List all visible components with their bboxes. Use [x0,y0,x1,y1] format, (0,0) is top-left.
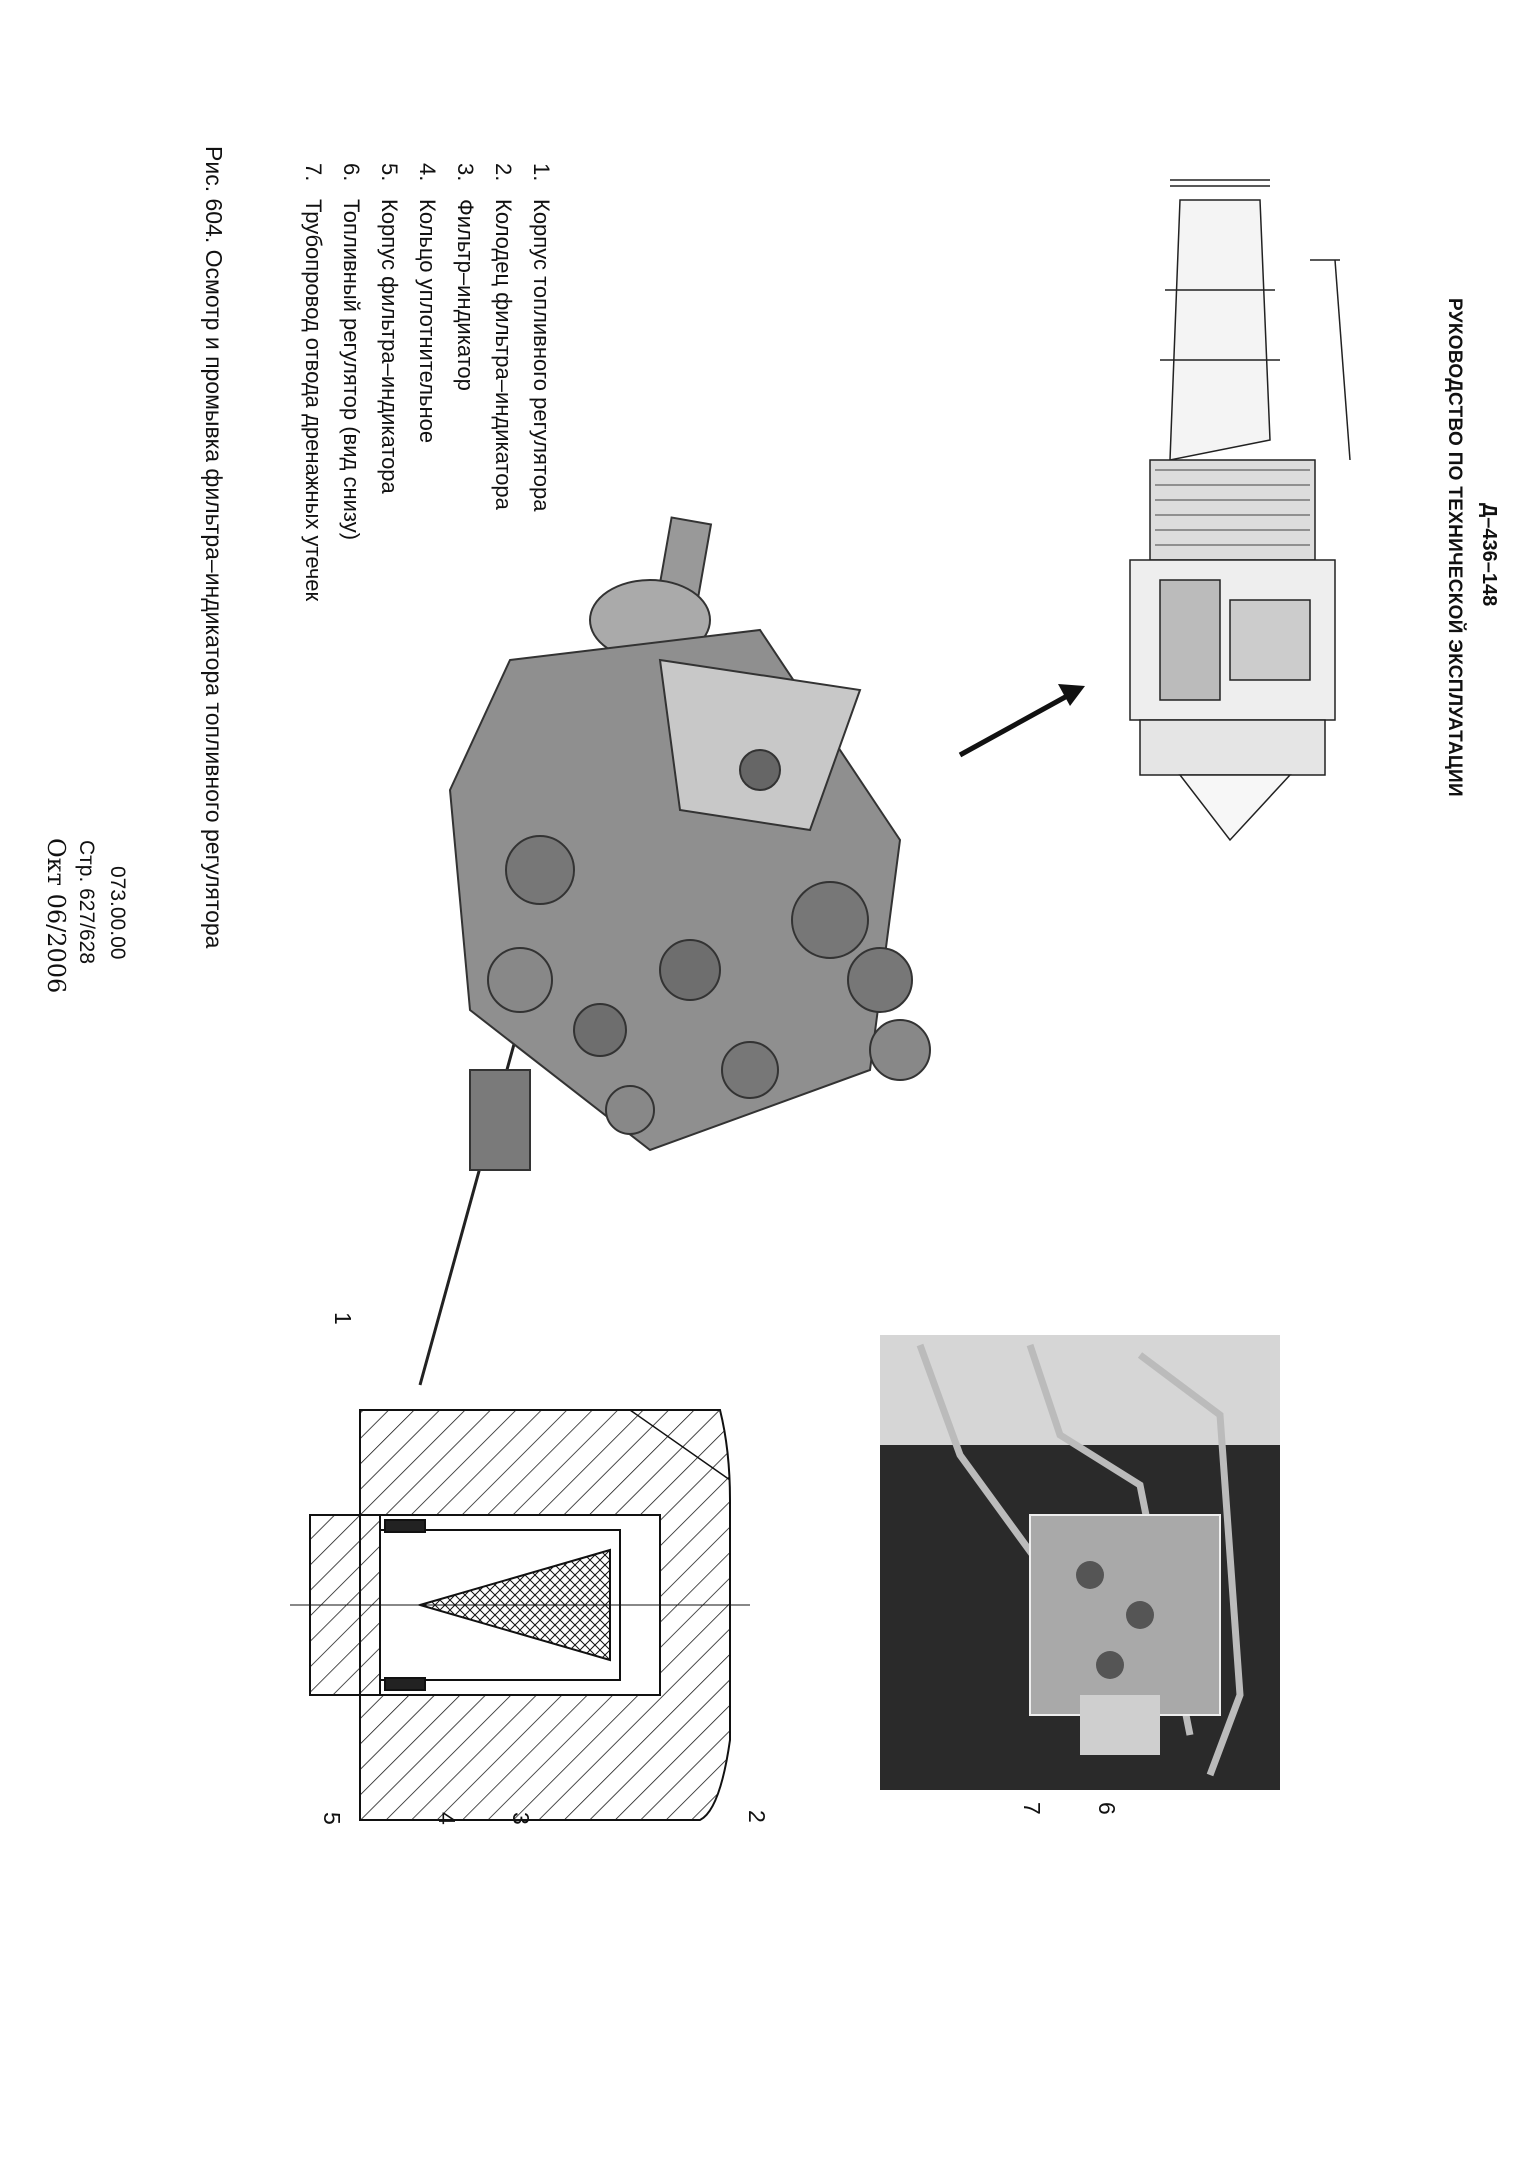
callout-6: 6 [1094,1802,1120,1815]
filter-cross-section [290,1409,750,1821]
callout-1: 1 [330,1312,356,1325]
callout-4: 4 [434,1812,460,1825]
fuel-regulator-render [448,516,931,1171]
callout-7: 7 [1019,1802,1045,1815]
callout-2: 2 [744,1810,770,1823]
callout-3: 3 [508,1812,534,1825]
callout-5: 5 [319,1812,345,1825]
regulator-photo [880,1335,1280,1790]
engine-overview-drawing [1129,179,1351,842]
